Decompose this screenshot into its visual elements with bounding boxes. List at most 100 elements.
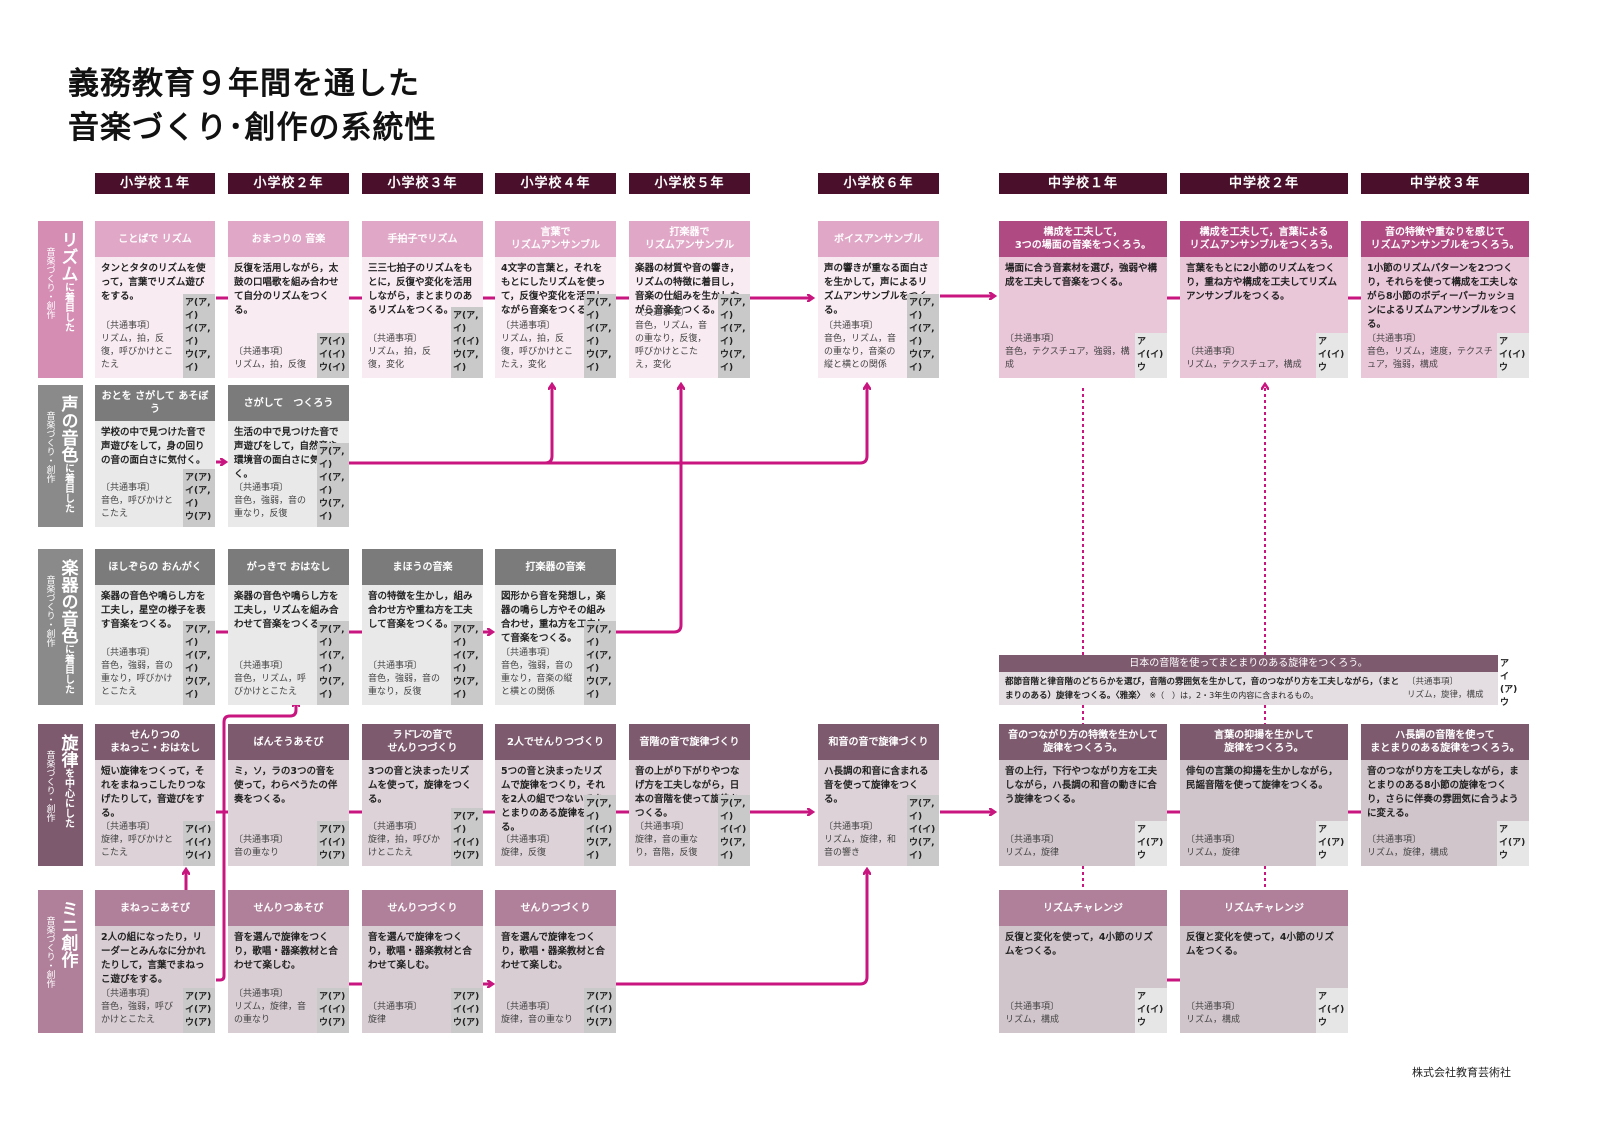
code: ア xyxy=(1318,337,1328,347)
codes-box: ア(ア,イ)イ(イ)ウ(ア,イ) xyxy=(907,795,939,866)
publisher-credit: 株式会社教育芸術社 xyxy=(1412,1066,1511,1079)
code: ア(ア,イ) xyxy=(720,799,746,822)
card-description: 音を選んで旋律をつくり，歌唱・器楽教材と合わせて楽しむ。 xyxy=(234,932,338,971)
melody-card: ハ長調の音階を使って まとまりのある旋律をつくろう。音のつながり方を工夫しながら… xyxy=(1361,724,1529,866)
common-label: 〔共通事項〕 xyxy=(1367,835,1422,845)
common-values: 音色，強弱，呼びかけとこたえ xyxy=(101,1002,174,1025)
row-label-sub: 音楽づくり・創作 xyxy=(44,750,55,822)
common-label: 〔共通事項〕 xyxy=(234,347,289,357)
code: ア(ア,イ) xyxy=(185,625,211,648)
code: ア(ア,イ) xyxy=(453,311,479,334)
common-items: 〔共通事項〕旋律，呼びかけとこたえ xyxy=(101,821,179,860)
common-values: リズム，構成 xyxy=(1005,1015,1060,1025)
code: ア(ア) xyxy=(453,992,480,1002)
code: ア(ア,イ) xyxy=(586,298,612,321)
codes-box: ア(ア,イ)イ(イ)ウ(ア,イ) xyxy=(584,795,616,866)
code: ウ(ア,イ) xyxy=(586,350,612,373)
common-values: 旋律，音の重なり，音階，反復 xyxy=(635,835,699,858)
common-label: 〔共通事項〕 xyxy=(501,321,556,331)
common-items: 〔共通事項〕旋律，反復 xyxy=(501,834,580,860)
card-body: 1小節のリズムパターンを2つつくり，それらを使って構成を工夫しながら8小節のボデ… xyxy=(1361,257,1529,378)
common-label: 〔共通事項〕 xyxy=(824,321,879,331)
code: イ(ア,イ) xyxy=(453,651,479,674)
codes-box: アイ(ア)ウ xyxy=(1316,821,1348,866)
card-title: 音の特徴や重なりを感じて リズムアンサンブルをつくろう。 xyxy=(1361,221,1529,257)
code: ウ xyxy=(1137,363,1147,373)
code: イ(ア,イ) xyxy=(185,324,211,347)
code: ウ(イ) xyxy=(185,851,212,861)
mini-to-instrument-line xyxy=(216,702,296,982)
codes-box: ア(ア)イ(イ)ウ(ア) xyxy=(584,988,616,1033)
code: イ(イ) xyxy=(319,838,346,848)
common-items: 〔共通事項〕リズム，拍，反復 xyxy=(234,346,313,372)
code: イ(ア,イ) xyxy=(185,486,211,509)
common-items: 〔共通事項〕旋律，拍，呼びかけとこたえ xyxy=(368,821,447,860)
card-body: 2人の組になったり，リーダーとみんなに分かれたりして，言葉でまねっこ遊びをする。… xyxy=(95,926,215,1033)
common-items: 〔共通事項〕音色，リズム，呼びかけとこたえ xyxy=(234,660,313,699)
card-body: 4文字の言葉と，それをもとにしたリズムを使って，反復や変化を活用しながら音楽をつ… xyxy=(495,257,616,378)
common-items: 〔共通事項〕リズム，旋律，和音の響き xyxy=(824,821,903,860)
grade-header: 中学校２年 xyxy=(1180,173,1348,194)
common-values: 音の重なり xyxy=(234,848,280,858)
common-label: 〔共通事項〕 xyxy=(101,321,156,331)
card-description: 楽器の音色や鳴らし方を工夫し，リズムを組み合わせて音楽をつくる。 xyxy=(234,591,339,630)
codes-box: ア(ア)イ(イ)ウ(ア) xyxy=(317,988,349,1033)
row-label-main: 旋律を中心にした xyxy=(58,734,78,828)
card-title: ことばで リズム xyxy=(95,221,215,257)
card-title: おとを さがして あそぼう xyxy=(95,385,215,421)
row-label-title: ミニ創作 xyxy=(57,900,78,968)
code: イ(イ) xyxy=(1499,350,1526,360)
code: ウ(ア,イ) xyxy=(720,838,746,861)
mini-card: せんりつあそび音を選んで旋律をつくり，歌唱・器楽教材と合わせて楽しむ。〔共通事項… xyxy=(228,890,349,1033)
codes-box: ア(ア,イ)イ(ア,イ)ウ(ア,イ) xyxy=(907,294,939,378)
common-label: 〔共通事項〕 xyxy=(101,648,156,658)
common-items: 〔共通事項〕音色，強弱，音の重なり，音楽の縦と横との関係 xyxy=(501,647,580,699)
card-body: 三三七拍子のリズムをもとに，反復や変化を活用しながら，まとまりのあるリズムをつく… xyxy=(362,257,483,378)
card-title: 2人でせんりつづくり xyxy=(495,724,616,760)
code: ウ(ア,イ) xyxy=(586,838,612,861)
card-description: 音の特徴を生かし，組み合わせ方や重ね方を工夫して音楽をつくる。 xyxy=(368,591,473,630)
code: イ(ア,イ) xyxy=(586,651,612,674)
instrument-card: 打楽器の音楽図形から音を発想し，楽器の鳴らし方やその組み合わせ，重ね方を工夫して… xyxy=(495,549,616,705)
code: ウ xyxy=(1318,363,1328,373)
common-values: リズム，拍，反復 xyxy=(234,360,307,370)
card-description: 生活の中で見つけた音で声遊びをして，自然音や環境音の面白さに気付く。 xyxy=(234,427,339,480)
common-values: 旋律，拍，呼びかけとこたえ xyxy=(368,835,441,858)
card-title: 打楽器の音楽 xyxy=(495,549,616,585)
code: イ(ア,イ) xyxy=(586,324,612,347)
codes-box: ア(ア)イ(イ)ウ(ア) xyxy=(451,988,483,1033)
row-label-main: リズムに着目した xyxy=(58,231,78,332)
common-label: 〔共通事項〕 xyxy=(101,822,156,832)
common-label: 〔共通事項〕 xyxy=(501,1002,556,1012)
row-label-rhythm: リズムに着目した音楽づくり・創作 xyxy=(38,221,83,378)
rhythm-card: 構成を工夫して，言葉による リズムアンサンブルをつくろう。言葉をもとに2小節のリ… xyxy=(1180,221,1348,378)
common-label: 〔共通事項〕 xyxy=(501,648,556,658)
code: ウ(ア) xyxy=(185,512,212,522)
common-label: 〔共通事項〕 xyxy=(234,989,289,999)
card-body: 楽器の音色や鳴らし方を工夫し，リズムを組み合わせて音楽をつくる。〔共通事項〕音色… xyxy=(228,585,349,705)
common-items: 〔共通事項〕音色，強弱，音の重なり，呼びかけとこたえ xyxy=(101,647,179,699)
code: ウ(ア,イ) xyxy=(909,838,935,861)
code: ウ(イ) xyxy=(319,363,346,373)
common-values: 音色，リズム，音の重なり，音楽の縦と横との関係 xyxy=(824,334,897,370)
common-values: リズム，旋律，構成 xyxy=(1367,848,1449,858)
card-title: 構成を工夫して，言葉による リズムアンサンブルをつくろう。 xyxy=(1180,221,1348,257)
row-label-sub: 音楽づくり・創作 xyxy=(44,916,55,988)
dotted-link xyxy=(1082,385,1265,655)
common-items: 〔共通事項〕旋律 xyxy=(368,1001,447,1027)
code: ウ(ア,イ) xyxy=(453,677,479,700)
melody-card: ばんそうあそびミ，ソ，ラの3つの音を使って，わらべうたの伴奏をつくる。〔共通事項… xyxy=(228,724,349,866)
melody-card: せんりつの まねっこ・おはなし短い旋律をつくって，それをまねっこしたりつなげたり… xyxy=(95,724,215,866)
code: イ(ア,イ) xyxy=(185,651,211,674)
card-title: 打楽器で リズムアンサンブル xyxy=(629,221,750,257)
code: ウ(ア,イ) xyxy=(185,677,211,700)
common-values: 音色，呼びかけとこたえ xyxy=(101,496,174,519)
instrument-card: がっきで おはなし楽器の音色や鳴らし方を工夫し，リズムを組み合わせて音楽をつくる… xyxy=(228,549,349,705)
card-description: 2人の組になったり，リーダーとみんなに分かれたりして，言葉でまねっこ遊びをする。 xyxy=(101,932,206,985)
common-label: 〔共通事項〕 xyxy=(635,308,690,318)
code: ア(ア,イ) xyxy=(586,625,612,648)
card-body: 楽器の音色や鳴らし方を工夫し，星空の様子を表す音楽をつくる。〔共通事項〕音色，強… xyxy=(95,585,215,705)
common-values: リズム，旋律 xyxy=(1005,848,1060,858)
